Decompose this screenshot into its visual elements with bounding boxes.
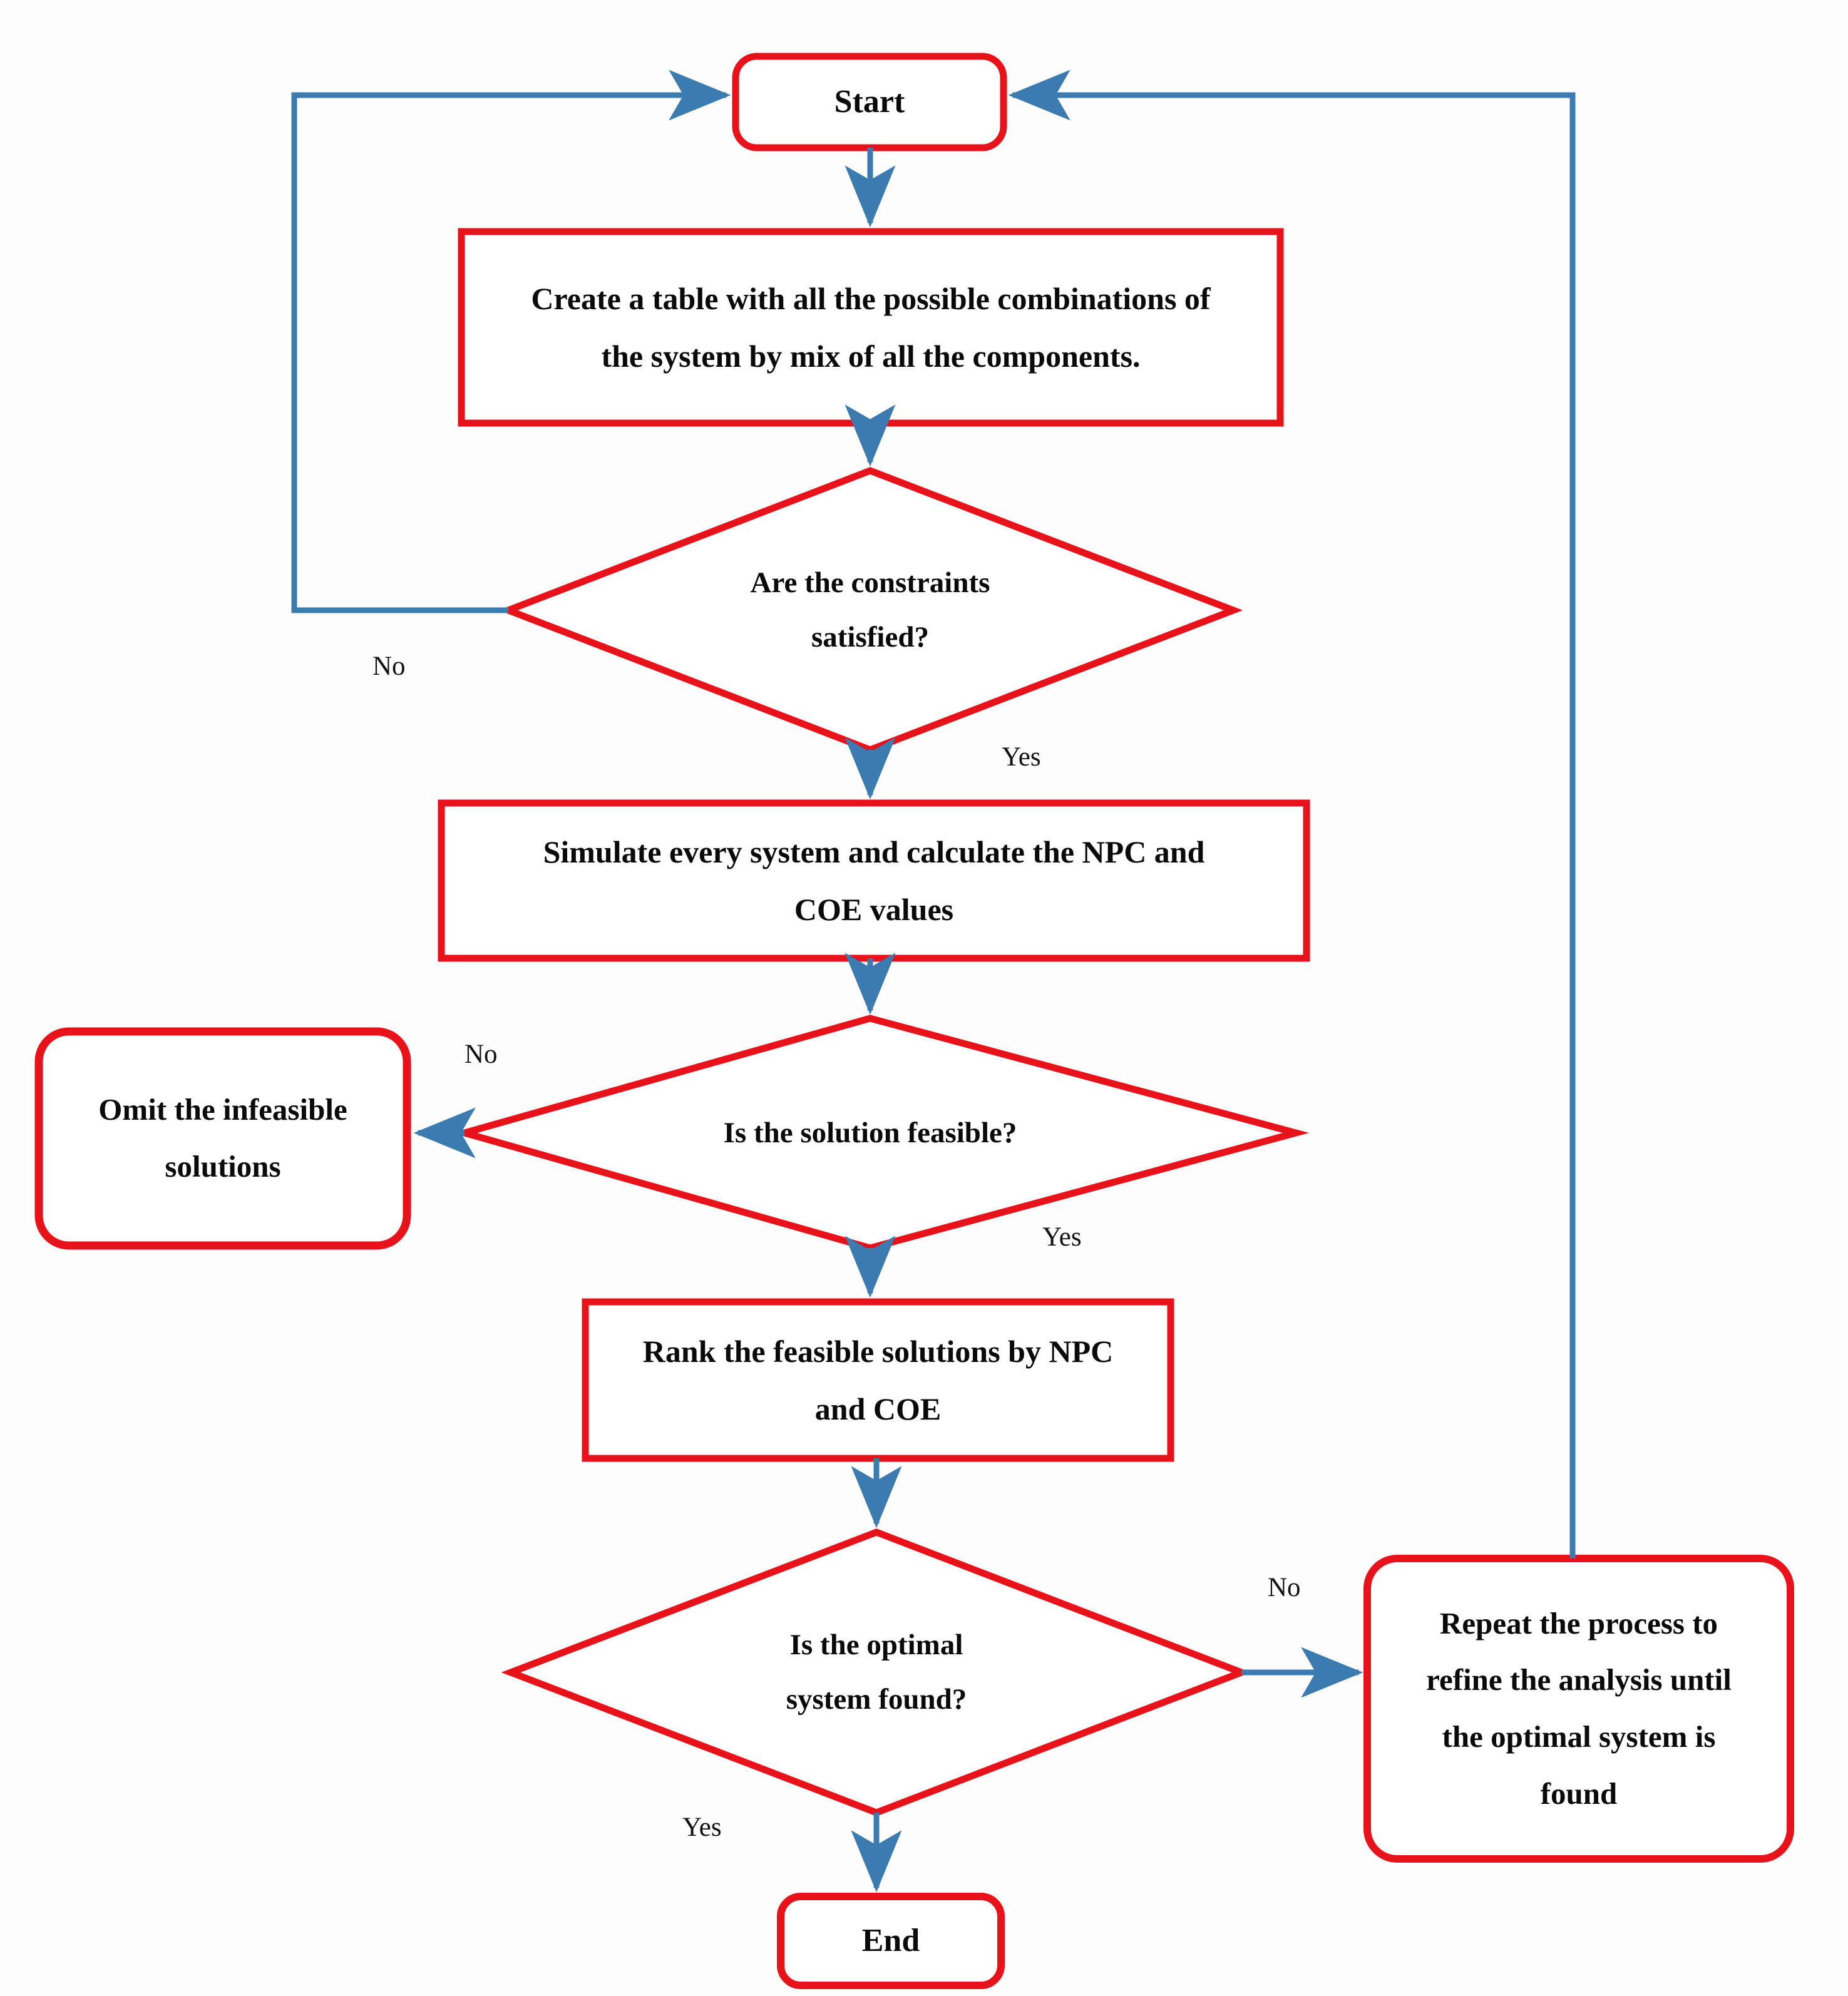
node-create-shape[interactable] xyxy=(458,228,1284,427)
node-optimal-shape[interactable] xyxy=(501,1528,1251,1816)
edge-label-constraints-yes: Yes xyxy=(1002,742,1041,772)
edge-label-feasible-yes: Yes xyxy=(1042,1222,1082,1252)
node-end-shape[interactable] xyxy=(777,1893,1005,1989)
edge-label-constraints-no: No xyxy=(372,652,406,681)
edge-label-optimal-yes: Yes xyxy=(682,1813,722,1842)
node-feasible-shape[interactable] xyxy=(451,1015,1310,1252)
node-omit-shape[interactable] xyxy=(34,1027,411,1250)
node-simulate-shape[interactable] xyxy=(438,799,1310,962)
node-start-shape[interactable] xyxy=(732,53,1007,151)
node-constraints-shape[interactable] xyxy=(498,467,1243,754)
edge-label-feasible-no: No xyxy=(465,1040,498,1069)
node-repeat-shape[interactable] xyxy=(1363,1555,1794,1863)
edge-repeat-to-start xyxy=(1008,69,1576,1558)
edge-constraints-no-to-start xyxy=(291,69,731,613)
node-rank-shape[interactable] xyxy=(582,1298,1174,1462)
edge-label-optimal-no: No xyxy=(1268,1573,1301,1602)
